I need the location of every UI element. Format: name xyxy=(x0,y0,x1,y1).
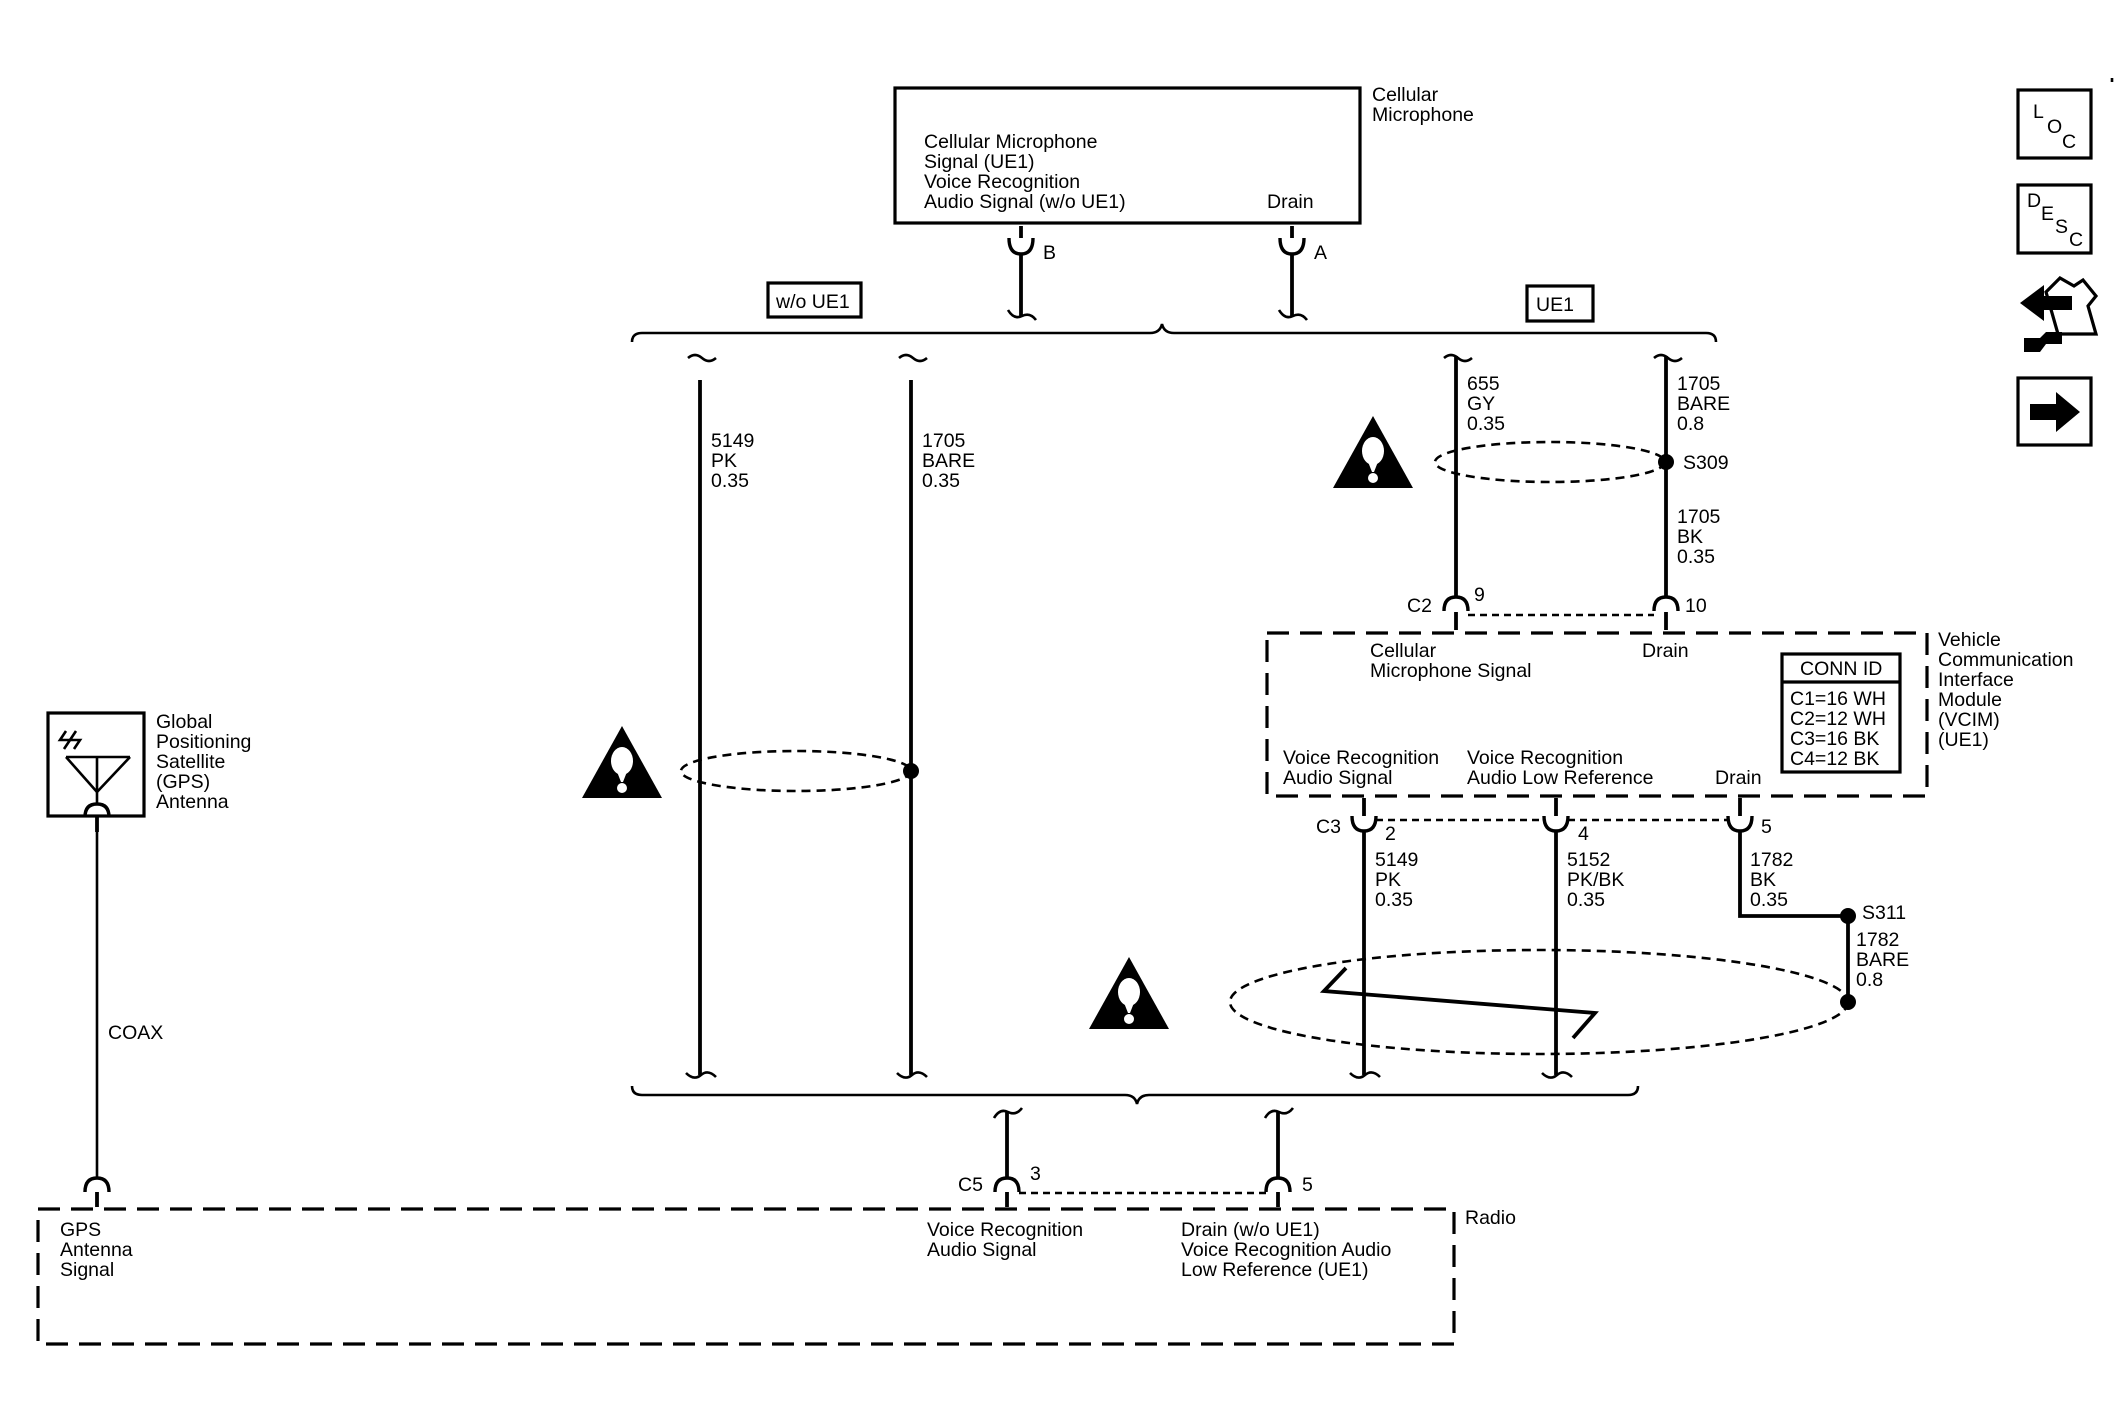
shield-twisted-pair xyxy=(1228,948,1850,1056)
mic-pin-a-label: A xyxy=(1314,242,1327,264)
mic-drain-label: Drain xyxy=(1267,191,1314,213)
wire-5149-pk-wo-ue1: 5149 PK 0.35 xyxy=(685,353,760,1079)
svg-text:C: C xyxy=(2062,131,2076,153)
radio-vr-audio-label: Voice Recognition Audio Signal xyxy=(927,1219,1089,1261)
warning-icon xyxy=(582,726,662,798)
svg-text:C: C xyxy=(2069,229,2083,251)
warning-icon xyxy=(1333,416,1413,488)
radio-module: Radio GPS Antenna Signal Voice Recogniti… xyxy=(36,1207,1516,1346)
vcim-module: Cellular Microphone Signal Drain Vehicle… xyxy=(1265,629,2079,798)
vcim-vr-low-label: Voice Recognition Audio Low Reference xyxy=(1467,747,1653,789)
wire-5149-pk-ue1-label: 5149 PK 0.35 xyxy=(1375,849,1424,911)
connector-c5: C5 3 5 xyxy=(958,1107,1313,1207)
wire-1782-bare-label: 1782 BARE 0.8 xyxy=(1856,929,1915,991)
splice-s309-label: S309 xyxy=(1683,452,1729,474)
connector-c3: C3 2 4 5 xyxy=(1316,798,1772,845)
radio-title: Radio xyxy=(1465,1207,1516,1229)
wire-1782-bk-label: 1782 BK 0.35 xyxy=(1750,849,1799,911)
svg-text:S: S xyxy=(2055,216,2068,238)
wire-1705-bare-wo-ue1: 1705 BARE 0.35 xyxy=(896,353,981,1079)
wire-5149-pk-ue1: 5149 PK 0.35 xyxy=(1349,831,1424,1079)
vcim-drain-bottom-label: Drain xyxy=(1715,767,1762,789)
shield-s309: S309 xyxy=(1433,440,1729,484)
coax-label: COAX xyxy=(108,1022,163,1044)
vcim-cell-mic-label: Cellular Microphone Signal xyxy=(1370,640,1532,682)
mic-pin-a: A xyxy=(1277,226,1327,321)
svg-text:UE1: UE1 xyxy=(1536,294,1574,316)
svg-text:L: L xyxy=(2033,101,2044,123)
c5-pin-5: 5 xyxy=(1302,1174,1313,1196)
svg-text:w/o UE1: w/o UE1 xyxy=(775,291,850,313)
wire-655-gy-label: 655 GY 0.35 xyxy=(1467,373,1505,435)
antenna-icon xyxy=(57,730,131,805)
c2-pin-9: 9 xyxy=(1474,584,1485,606)
vcim-drain-top-label: Drain xyxy=(1642,640,1689,662)
wire-5152-pkbk-label: 5152 PK/BK 0.35 xyxy=(1567,849,1630,911)
svg-text:D: D xyxy=(2027,190,2041,212)
wire-1705-bare-label: 1705 BARE 0.35 xyxy=(922,430,981,492)
gps-title: Global Positioning Satellite (GPS) Anten… xyxy=(156,711,257,813)
coax-wire: COAX xyxy=(83,832,163,1207)
desc-button[interactable]: D E S C xyxy=(2016,183,2093,255)
svg-text:O: O xyxy=(2047,116,2062,138)
svg-text:E: E xyxy=(2041,203,2054,225)
connector-c2-label: C2 xyxy=(1407,595,1432,617)
warning-icon xyxy=(1089,957,1169,1029)
connector-c5-label: C5 xyxy=(958,1174,983,1196)
top-option-brace xyxy=(630,323,1718,343)
wire-1705-drain-ue1: 1705 BARE 0.8 1705 BK 0.35 xyxy=(1653,353,1736,597)
mic-title: Cellular Microphone xyxy=(1372,84,1474,126)
wire-5152-pkbk: 5152 PK/BK 0.35 xyxy=(1541,831,1630,1079)
svg-text:CONN ID: CONN ID xyxy=(1800,658,1882,680)
wire-1705-bk-label: 1705 BK 0.35 xyxy=(1677,506,1726,568)
c2-pin-10: 10 xyxy=(1685,595,1707,617)
gps-antenna: Global Positioning Satellite (GPS) Anten… xyxy=(46,711,257,832)
connector-views-icon[interactable] xyxy=(2020,276,2099,352)
wire-1705-bare-08-label: 1705 BARE 0.8 xyxy=(1677,373,1736,435)
vcim-title: Vehicle Communication Interface Module (… xyxy=(1938,629,2079,751)
radio-gps-signal-label: GPS Antenna Signal xyxy=(60,1219,138,1281)
loc-button[interactable]: L O C xyxy=(2016,88,2093,160)
mic-pin-b-label: B xyxy=(1043,242,1056,264)
wire-1782-drain: 1782 BK 0.35 S311 1782 BARE 0.8 xyxy=(1738,831,1915,1010)
cellular-microphone: Cellular Microphone Cellular Microphone … xyxy=(893,84,1474,321)
conn-id-table: CONN ID C1=16 WH C2=12 WH C3=16 BK C4=12… xyxy=(1780,652,1902,774)
splice-s311-label: S311 xyxy=(1862,902,1906,924)
connector-c3-label: C3 xyxy=(1316,816,1341,838)
wire-655-gy: 655 GY 0.35 xyxy=(1443,353,1505,597)
connector-c2: C2 9 10 xyxy=(1407,584,1707,630)
c3-pin-4: 4 xyxy=(1578,823,1589,845)
next-arrow-icon[interactable] xyxy=(2016,376,2093,447)
mic-pin-label: Cellular Microphone Signal (UE1) Voice R… xyxy=(924,131,1126,213)
wire-5149-pk-label: 5149 PK 0.35 xyxy=(711,430,760,492)
c5-pin-3: 3 xyxy=(1030,1163,1041,1185)
radio-drain-label: Drain (w/o UE1) Voice Recognition Audio … xyxy=(1181,1219,1397,1281)
c3-pin-2: 2 xyxy=(1385,823,1396,845)
bottom-option-brace xyxy=(630,1085,1640,1105)
option-ue1: UE1 xyxy=(1525,284,1595,323)
vcim-vr-audio-label: Voice Recognition Audio Signal xyxy=(1283,747,1445,789)
mic-pin-b: B xyxy=(1006,226,1056,321)
shield-wo-ue1 xyxy=(679,749,919,793)
c3-pin-5: 5 xyxy=(1761,816,1772,838)
option-wo-ue1: w/o UE1 xyxy=(766,281,863,319)
svg-text:C1=16 WH C2=12 WH: C1=16 WH C2=12 WH C3=16 BK C4=12 BK xyxy=(1790,688,1891,770)
